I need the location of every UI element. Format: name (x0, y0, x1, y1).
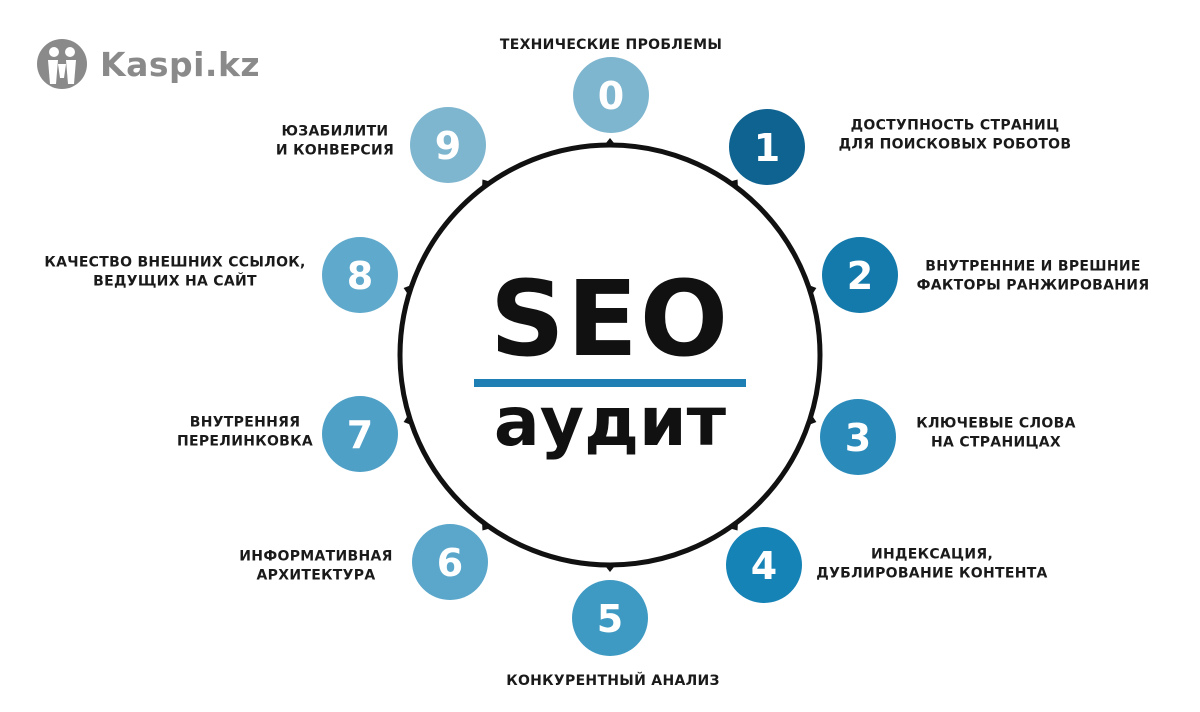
step-label-line: НА СТРАНИЦАХ (931, 435, 1061, 451)
ring-arrow (807, 284, 817, 296)
center-subtitle: аудит (494, 383, 727, 462)
audit-step-1: 1 ДОСТУПНОСТЬ СТРАНИЦ ДЛЯ ПОИСКОВЫХ РОБОТО… (729, 109, 1071, 185)
audit-step-9: 9 ЮЗАБИЛИТИ И КОНВЕРСИЯ (276, 107, 486, 183)
center-divider (474, 379, 746, 387)
step-label-line: ТЕХНИЧЕСКИЕ ПРОБЛЕМЫ (500, 37, 722, 53)
step-number: 8 (347, 254, 373, 298)
ring-arrow (807, 414, 817, 426)
step-label-line: ФАКТОРЫ РАНЖИРОВАНИЯ (917, 278, 1150, 294)
step-number: 3 (845, 416, 871, 460)
step-circle (729, 109, 805, 185)
audit-step-0: 0 ТЕХНИЧЕСКИЕ ПРОБЛЕМЫ (500, 37, 722, 133)
step-number: 1 (754, 126, 780, 170)
step-label-line: ВНУТРЕННИЕ И ВРЕШНИЕ (925, 259, 1141, 275)
step-label-line: ВЕДУЩИХ НА САЙТ (93, 273, 257, 290)
audit-step-4: 4 ИНДЕКСАЦИЯ, ДУБЛИРОВАНИЕ КОНТЕНТА (726, 527, 1047, 603)
step-circle (322, 396, 398, 472)
step-label-line: КОНКУРЕНТНЫЙ АНАЛИЗ (506, 672, 720, 689)
center-title: SEO (490, 258, 730, 380)
audit-steps: 0 ТЕХНИЧЕСКИЕ ПРОБЛЕМЫ 1 ДОСТУПНОСТЬ СТРАНИ… (44, 37, 1149, 689)
step-label-line: ДЛЯ ПОИСКОВЫХ РОБОТОВ (839, 137, 1072, 153)
ring-arrow (403, 414, 413, 426)
ring-arrow (403, 284, 413, 296)
step-label-line: КАЧЕСТВО ВНЕШНИХ ССЫЛОК, (44, 255, 305, 271)
step-number: 5 (597, 597, 623, 641)
step-label-line: ДУБЛИРОВАНИЕ КОНТЕНТА (816, 566, 1047, 582)
step-label-line: АРХИТЕКТУРА (257, 568, 376, 584)
step-circle (322, 237, 398, 313)
ring-arrow (604, 138, 616, 145)
step-label-line: ДОСТУПНОСТЬ СТРАНИЦ (851, 118, 1060, 134)
step-label-line: ЮЗАБИЛИТИ (282, 124, 389, 140)
ring-arrow (482, 521, 492, 531)
step-circle (572, 580, 648, 656)
ring-arrow (728, 521, 738, 531)
step-label-line: ВНУТРЕННЯЯ (190, 415, 301, 431)
step-label-line: ИНДЕКСАЦИЯ, (871, 547, 993, 563)
audit-step-8: 8 КАЧЕСТВО ВНЕШНИХ ССЫЛОК, ВЕДУЩИХ НА САЙТ (44, 237, 398, 313)
step-circle (410, 107, 486, 183)
ring-arrow (604, 565, 616, 572)
kaspi-logo-icon (37, 39, 87, 89)
step-circle (726, 527, 802, 603)
step-label-line: КЛЮЧЕВЫЕ СЛОВА (916, 416, 1076, 432)
brand-logo: Kaspi.kz (36, 38, 260, 90)
step-number: 0 (598, 74, 624, 118)
step-circle (822, 237, 898, 313)
ring-arrows (403, 138, 817, 572)
step-label-line: ПЕРЕЛИНКОВКА (177, 434, 313, 450)
audit-step-7: 7 ВНУТРЕННЯЯ ПЕРЕЛИНКОВКА (177, 396, 398, 472)
step-number: 2 (847, 254, 873, 298)
step-circle (820, 399, 896, 475)
ring-arrow (482, 179, 492, 189)
brand-name: Kaspi.kz (100, 44, 261, 84)
step-circle (412, 524, 488, 600)
step-label-line: И КОНВЕРСИЯ (276, 143, 394, 159)
audit-step-6: 6 ИНФОРМАТИВНАЯ АРХИТЕКТУРА (239, 524, 488, 600)
step-label-line: ИНФОРМАТИВНАЯ (239, 549, 392, 565)
step-number: 4 (751, 544, 777, 588)
step-number: 6 (437, 541, 463, 585)
audit-step-3: 3 КЛЮЧЕВЫЕ СЛОВА НА СТРАНИЦАХ (820, 399, 1076, 475)
ring-arrow (728, 179, 738, 189)
step-number: 9 (435, 124, 461, 168)
step-circle (573, 57, 649, 133)
audit-step-2: 2 ВНУТРЕННИЕ И ВРЕШНИЕ ФАКТОРЫ РАНЖИРОВАНИ… (822, 237, 1149, 313)
step-number: 7 (347, 413, 373, 457)
